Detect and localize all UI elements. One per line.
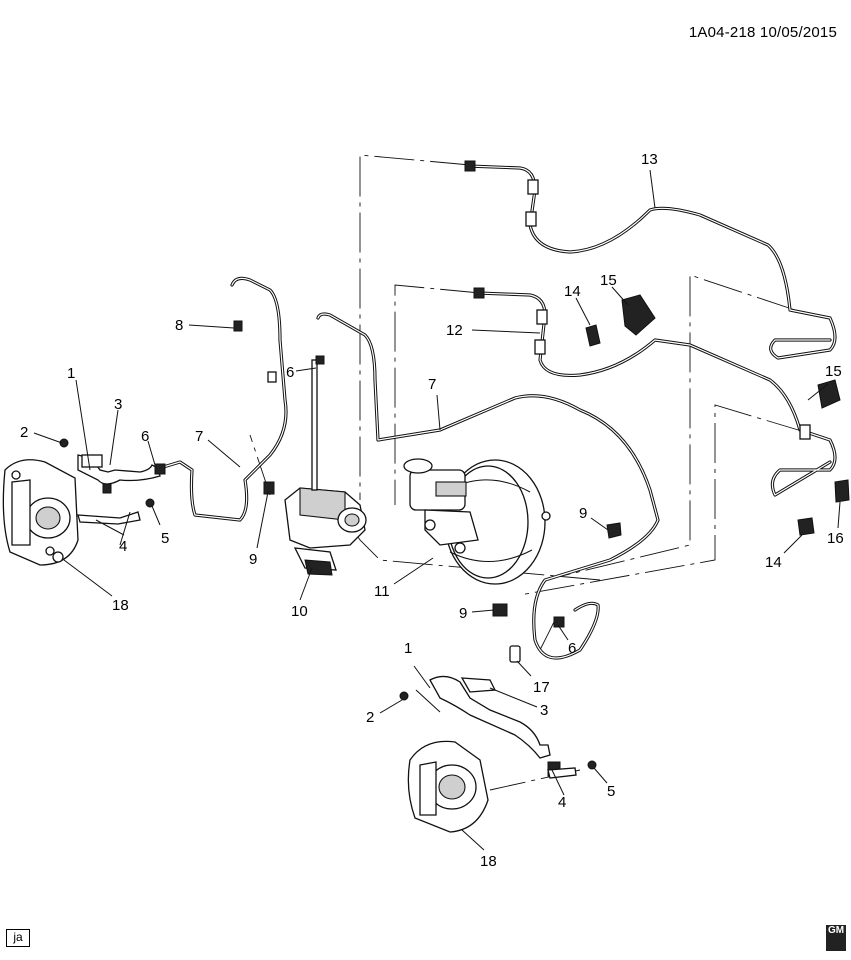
reference-lines [249, 154, 806, 791]
small-parts [233, 294, 850, 663]
callout-7: 7 [195, 428, 203, 445]
callout-14: 14 [765, 554, 782, 571]
callout-9: 9 [579, 505, 587, 522]
callout-1: 1 [67, 365, 75, 382]
callout-2: 2 [366, 709, 374, 726]
callout-6: 6 [141, 428, 149, 445]
callout-labels: 1 1 2 2 3 3 4 4 5 5 6 6 6 7 7 8 9 9 9 10… [20, 151, 844, 870]
artist-initials-box: ja [6, 929, 30, 947]
caliper-right [399, 675, 597, 833]
callout-6: 6 [286, 364, 294, 381]
callout-15: 15 [600, 272, 617, 289]
callout-16: 16 [827, 530, 844, 547]
callout-5: 5 [607, 783, 615, 800]
brake-line-12 [473, 287, 837, 497]
leader-lines [33, 169, 841, 851]
callout-10: 10 [291, 603, 308, 620]
callout-4: 4 [119, 538, 127, 555]
abs-module [284, 355, 367, 576]
diagram-date: 10/05/2015 [759, 24, 837, 41]
callout-7: 7 [428, 376, 436, 393]
callout-15: 15 [825, 363, 842, 380]
callout-13: 13 [641, 151, 658, 168]
callout-11: 11 [374, 583, 390, 600]
brake-line-13 [464, 160, 837, 360]
callout-18: 18 [480, 853, 497, 870]
callout-9: 9 [249, 551, 257, 568]
callout-8: 8 [175, 317, 183, 334]
callout-4: 4 [558, 794, 566, 811]
callout-18: 18 [112, 597, 129, 614]
callout-12: 12 [446, 322, 463, 339]
callout-1: 1 [404, 640, 412, 657]
diagram-header: 1A04-218 10/05/2015 [689, 24, 837, 41]
diagram-id: 1A04-218 [688, 24, 756, 41]
callout-5: 5 [161, 530, 169, 547]
callout-17: 17 [533, 679, 550, 696]
caliper-left [2, 438, 166, 566]
callout-6: 6 [568, 640, 576, 657]
brake-line-7-left [158, 276, 288, 522]
gm-logo-text: GM [827, 925, 845, 936]
brake-line-7-upper [316, 312, 660, 660]
callout-2: 2 [20, 424, 28, 441]
callout-14: 14 [564, 283, 581, 300]
brake-booster [403, 458, 551, 585]
callout-3: 3 [114, 396, 122, 413]
callout-9: 9 [459, 605, 467, 622]
callout-3: 3 [540, 702, 548, 719]
gm-logo: GM [826, 925, 846, 951]
